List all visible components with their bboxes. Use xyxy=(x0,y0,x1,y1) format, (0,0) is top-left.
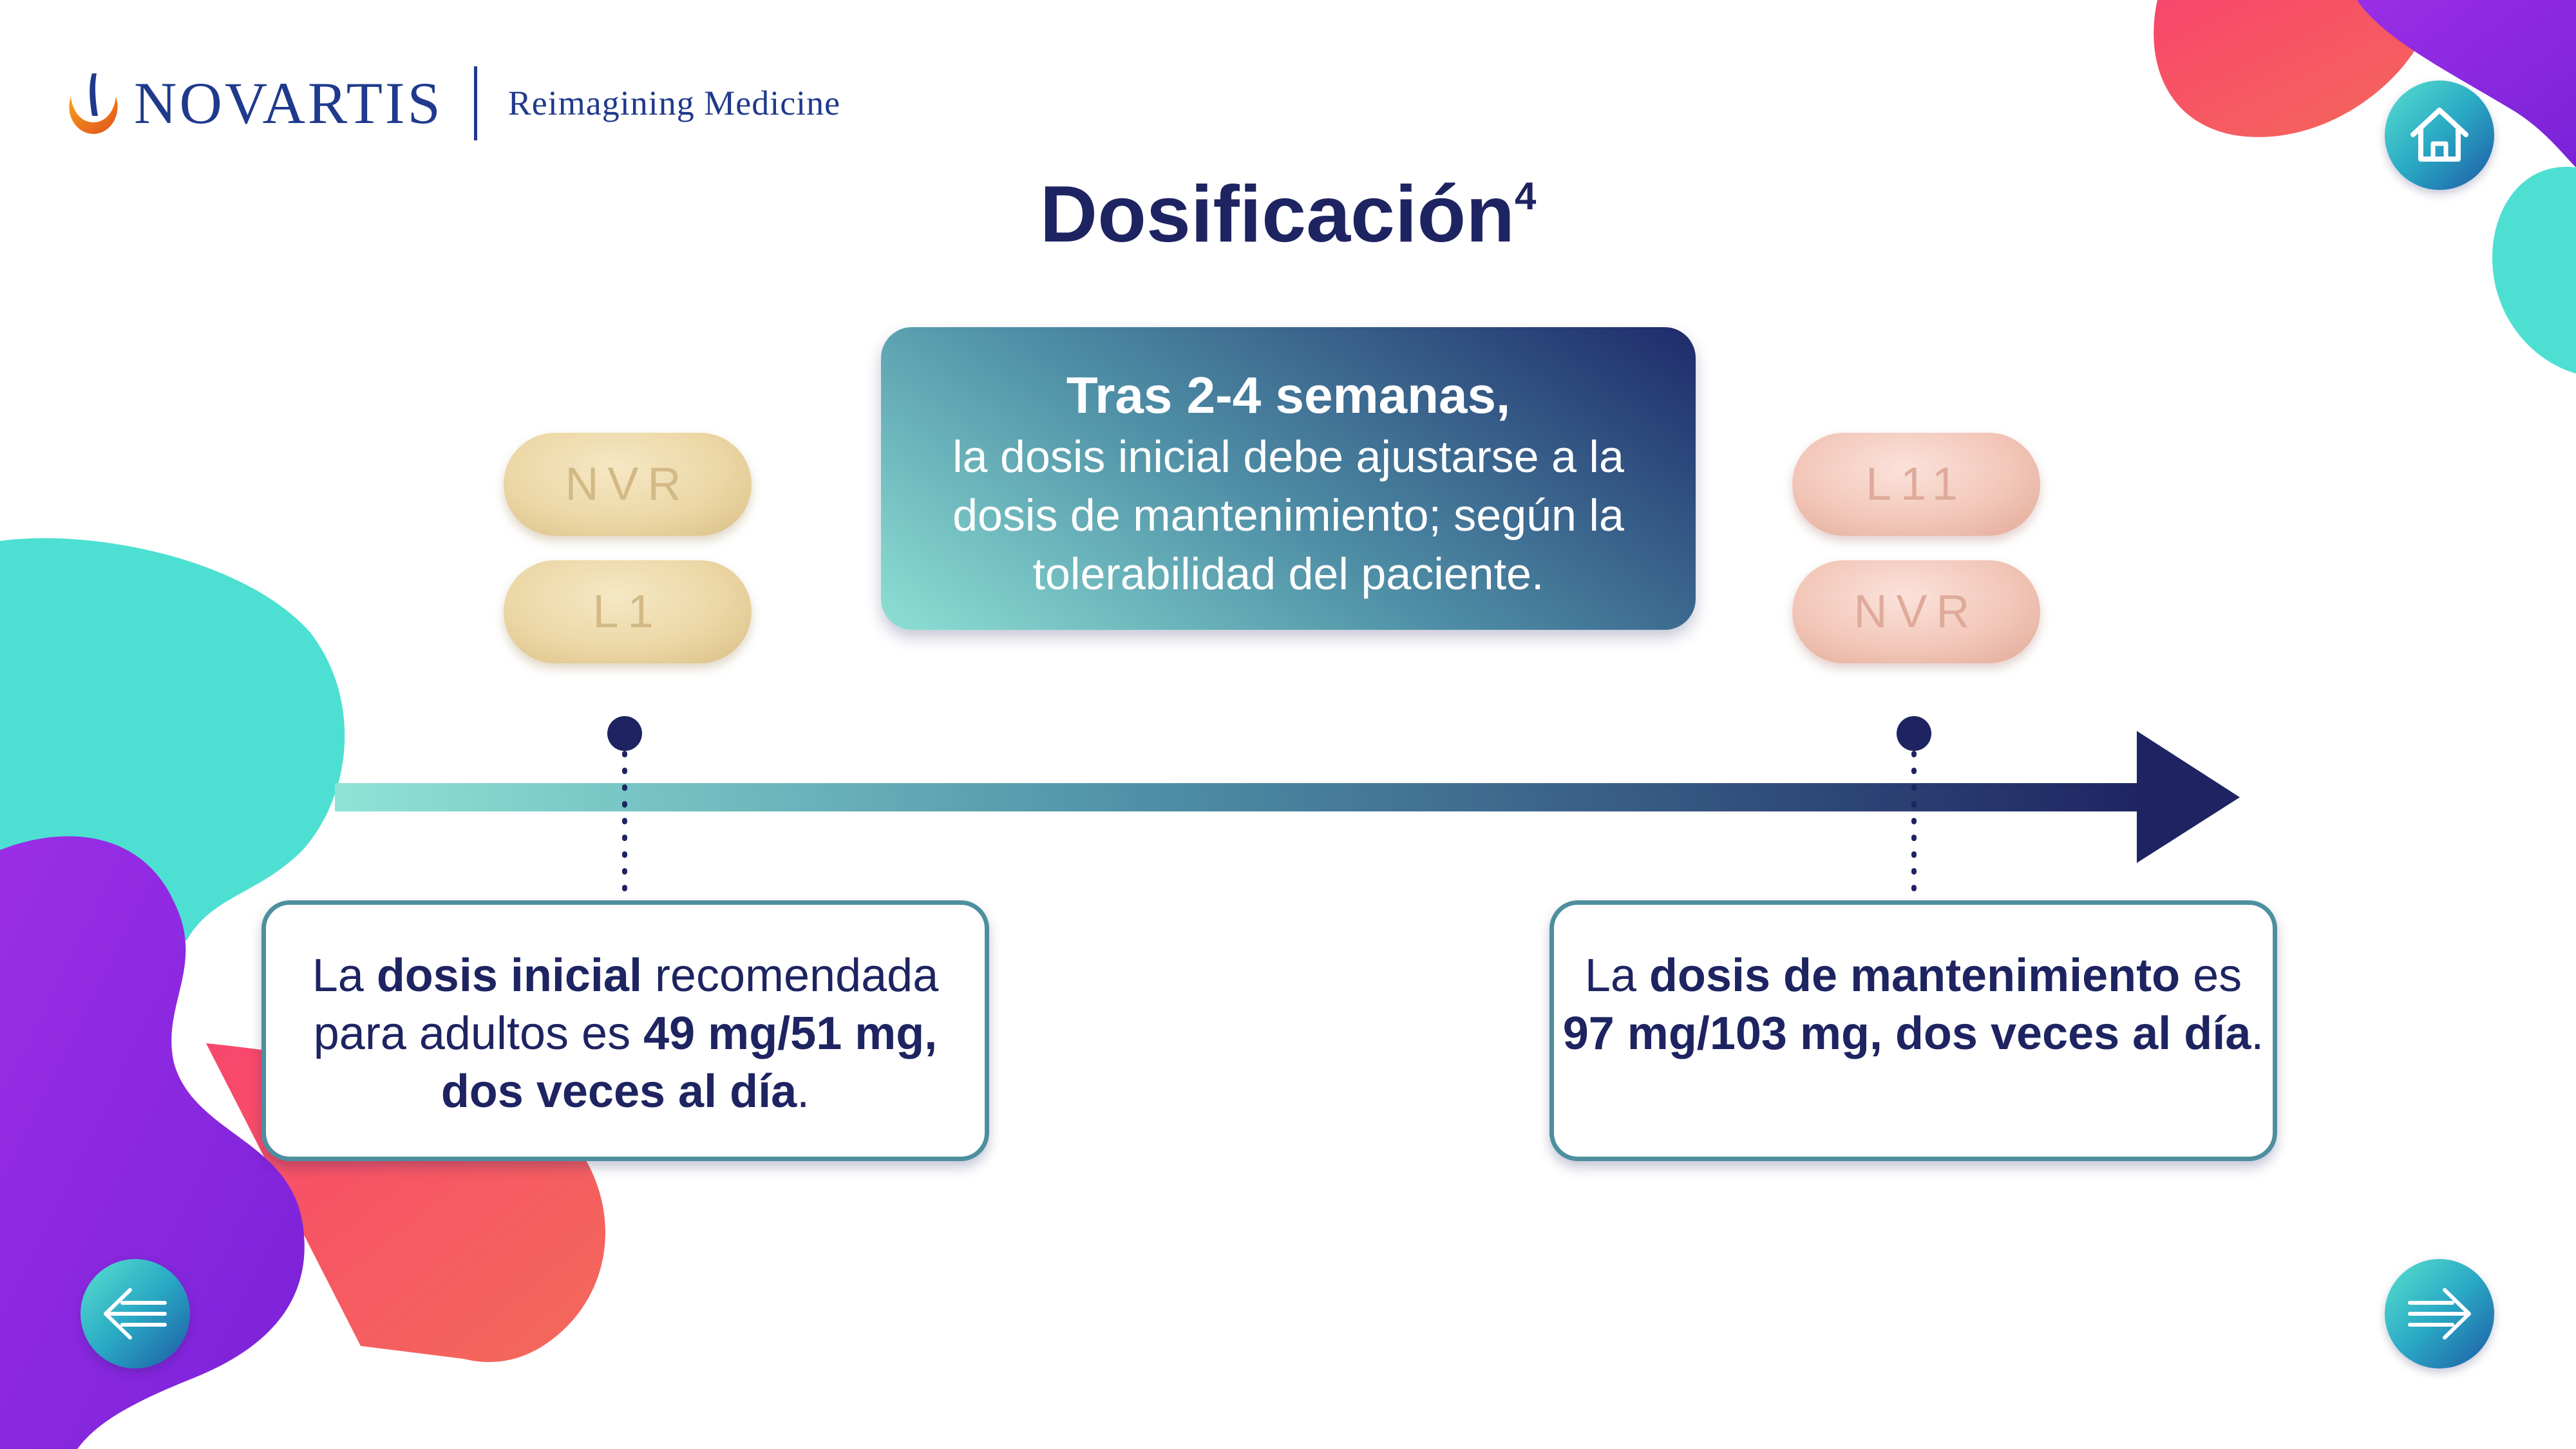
page-title: Dosificación4 xyxy=(0,169,2576,260)
initial-dose-box: La dosis inicial recomendada para adulto… xyxy=(261,900,989,1161)
next-button[interactable] xyxy=(2385,1259,2494,1368)
home-icon xyxy=(2410,108,2468,162)
pill-initial-top: NVR xyxy=(504,433,752,536)
blob-top-right-purple xyxy=(2357,0,2576,167)
titration-callout: Tras 2-4 semanas, la dosis inicial debe … xyxy=(881,327,1696,630)
title-reference: 4 xyxy=(1514,175,1537,218)
brand-tagline: Reimagining Medicine xyxy=(507,84,841,122)
blob-top-right-coral xyxy=(2154,0,2441,137)
maintenance-dose-emphasis-1: dosis de mantenimiento xyxy=(1649,950,2181,1001)
maintenance-dose-text-2: es xyxy=(2180,950,2242,1001)
brand-name: NOVARTIS xyxy=(134,70,443,136)
timeline-marker-maintenance xyxy=(1897,716,1931,751)
timeline-marker-initial xyxy=(607,716,642,751)
maintenance-dose-emphasis-2: 97 mg/103 mg, dos veces al día xyxy=(1562,1008,2251,1059)
initial-dose-text-1: La xyxy=(312,950,377,1001)
maintenance-dose-text-3: . xyxy=(2251,1008,2264,1059)
initial-dose-text-2: recomendada para adultos es xyxy=(313,950,939,1059)
blob-left-purple xyxy=(0,836,305,1449)
arrow-left-icon xyxy=(104,1288,167,1340)
logo-divider xyxy=(473,66,477,140)
home-button[interactable] xyxy=(2385,80,2494,190)
callout-lead: Tras 2-4 semanas, xyxy=(1066,366,1511,424)
novartis-flame-icon xyxy=(69,73,118,134)
back-button[interactable] xyxy=(80,1259,190,1368)
blob-top-right-teal xyxy=(2492,167,2576,374)
initial-dose-emphasis-2: 49 mg/51 mg, dos veces al día xyxy=(440,1008,938,1117)
novartis-logo: NOVARTIS Reimagining Medicine xyxy=(64,64,840,142)
pill-maintenance-top: L11 xyxy=(1792,433,2040,536)
timeline-arrowhead xyxy=(2137,731,2240,863)
title-text: Dosificación xyxy=(1039,170,1515,259)
arrow-right-icon xyxy=(2408,1288,2471,1340)
timeline-bar xyxy=(335,783,2151,811)
blob-left-white-cut xyxy=(148,1359,541,1449)
initial-dose-emphasis-1: dosis inicial xyxy=(376,950,642,1001)
pill-initial-bottom: L1 xyxy=(504,560,752,663)
maintenance-dose-text-1: La xyxy=(1584,950,1649,1001)
pill-maintenance-bottom: NVR xyxy=(1792,560,2040,663)
initial-dose-text-3: . xyxy=(797,1066,810,1117)
callout-body: la dosis inicial debe ajustarse a la dos… xyxy=(952,431,1624,599)
maintenance-dose-box: La dosis de mantenimiento es 97 mg/103 m… xyxy=(1549,900,2277,1161)
